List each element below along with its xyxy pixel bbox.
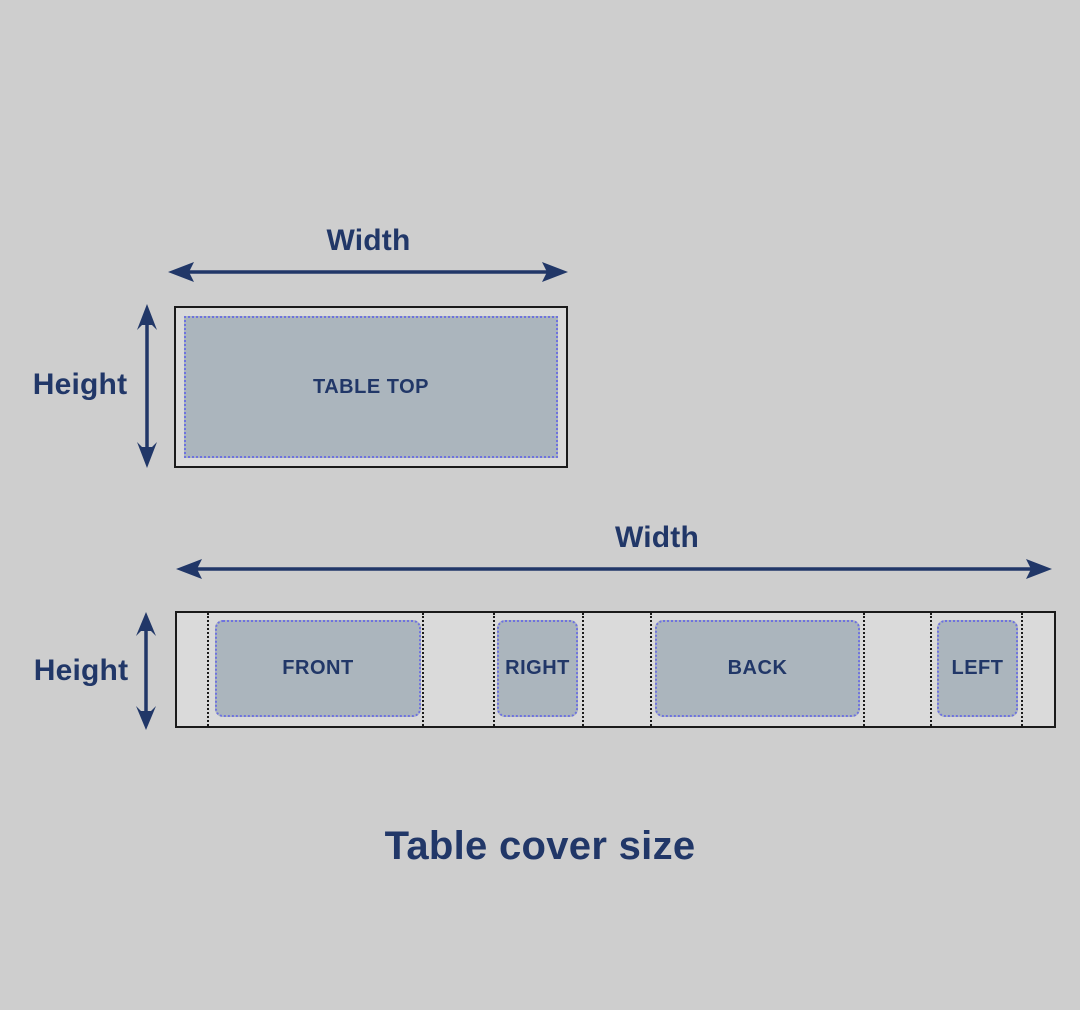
page-title: Table cover size [384,824,696,868]
back-panel: BACK [655,620,860,717]
fold-line [650,613,652,726]
top-width-arrow [168,262,568,282]
fold-line [582,613,584,726]
table-top-outline: TABLE TOP [174,306,568,468]
top-width-label: Width [326,224,411,257]
fold-line [930,613,932,726]
cover-strip-outline: FRONT RIGHT BACK LEFT [175,611,1056,728]
right-panel: RIGHT [497,620,578,717]
top-height-arrow [137,304,157,468]
top-height-label: Height [32,368,128,401]
left-panel-label: LEFT [951,657,1004,679]
table-top-panel: TABLE TOP [184,316,558,458]
back-panel-label: BACK [727,657,788,679]
strip-width-arrow [176,559,1052,579]
left-panel: LEFT [937,620,1018,717]
table-top-label: TABLE TOP [313,375,429,398]
right-panel-label: RIGHT [505,657,570,679]
fold-line [207,613,209,726]
strip-height-arrow [136,612,156,730]
fold-line [493,613,495,726]
strip-width-label: Width [614,521,700,554]
strip-height-label: Height [33,654,129,687]
fold-line [863,613,865,726]
fold-line [1021,613,1023,726]
front-panel-label: FRONT [282,657,354,679]
front-panel: FRONT [215,620,421,717]
fold-line [422,613,424,726]
